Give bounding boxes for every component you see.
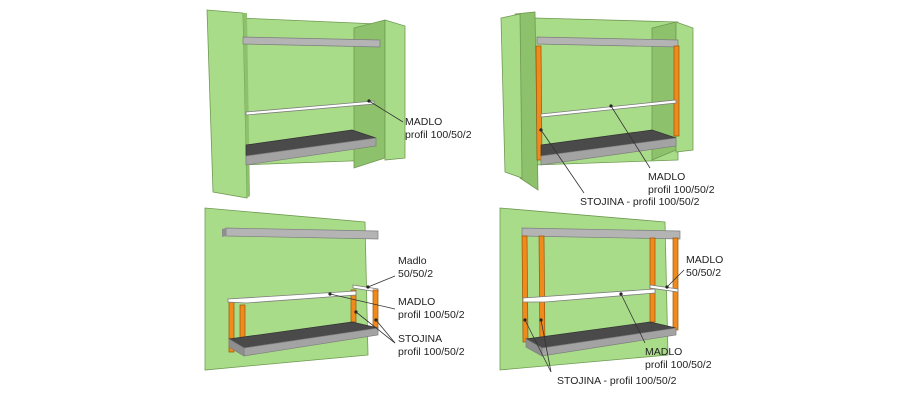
- left-side-wall: [206, 9, 248, 199]
- left-side-wall-face: [500, 13, 523, 179]
- label-madlo-line2: profil 100/50/2: [405, 129, 472, 141]
- leader-line: [610, 105, 651, 169]
- label-madlo-line2: profil 100/50/2: [645, 359, 712, 371]
- label-madlo-line2: profil 100/50/2: [648, 184, 715, 196]
- floor-slab-left: [525, 338, 543, 357]
- post-back-right: [672, 237, 679, 331]
- label-madlo-line2: profil 100/50/2: [398, 309, 465, 321]
- handrail: [522, 288, 656, 303]
- leader-line: [329, 293, 396, 310]
- leader-line: [355, 311, 396, 344]
- post-right: [673, 45, 680, 137]
- post-left: [535, 45, 543, 161]
- label-madlo-line1: MADLO: [405, 116, 442, 128]
- leader-line: [375, 319, 396, 344]
- floor-slab-front: [540, 137, 677, 166]
- label-stojina: STOJINA - profil 100/50/2: [557, 375, 677, 387]
- panel-top-right: MADLO profil 100/50/2 STOJINA - profil 1…: [500, 11, 715, 208]
- right-side-wall-face: [384, 19, 406, 161]
- panel-bottom-right: MADLO 50/50/2 MADLO profil 100/50/2 STOJ…: [499, 207, 723, 387]
- top-beam-end: [222, 228, 226, 237]
- leader-line: [666, 269, 685, 288]
- top-beam: [242, 36, 381, 48]
- leader-line: [524, 319, 552, 373]
- post-back-left: [239, 304, 246, 341]
- post-back-left: [538, 235, 546, 351]
- post-front-right: [350, 289, 357, 323]
- panel-bottom-left: Madlo 50/50/2 MADLO profil 100/50/2 STOJ…: [204, 207, 465, 371]
- leader-line: [620, 293, 646, 344]
- side-handrail: [649, 284, 679, 293]
- handrail: [227, 290, 357, 304]
- label-stojina: STOJINA - profil 100/50/2: [580, 196, 700, 208]
- label-madlo-small-line1: Madlo: [398, 255, 427, 267]
- leader-line: [367, 275, 396, 288]
- top-beam: [521, 227, 681, 240]
- leader-line: [368, 100, 404, 123]
- floor-slab-left: [228, 338, 245, 357]
- handrail: [540, 99, 677, 118]
- post-front-left: [521, 235, 529, 343]
- label-madlo-line1: MADLO: [648, 171, 685, 183]
- label-stojina-line2: profil 100/50/2: [398, 346, 465, 358]
- label-madlo-line1: MADLO: [645, 346, 682, 358]
- label-stojina-line1: STOJINA: [398, 333, 442, 345]
- label-madlo-small-line1: MADLO: [686, 254, 723, 266]
- label-madlo-small-line2: 50/50/2: [686, 267, 721, 279]
- post-back-right: [372, 289, 379, 331]
- leader-line: [540, 319, 552, 373]
- leader-line: [540, 129, 585, 194]
- panel-top-left: MADLO profil 100/50/2: [206, 9, 472, 199]
- label-madlo-small-line2: 50/50/2: [398, 268, 433, 280]
- label-madlo-line1: MADLO: [398, 296, 435, 308]
- floor-slab-front: [245, 137, 377, 166]
- post-front-right: [649, 237, 656, 323]
